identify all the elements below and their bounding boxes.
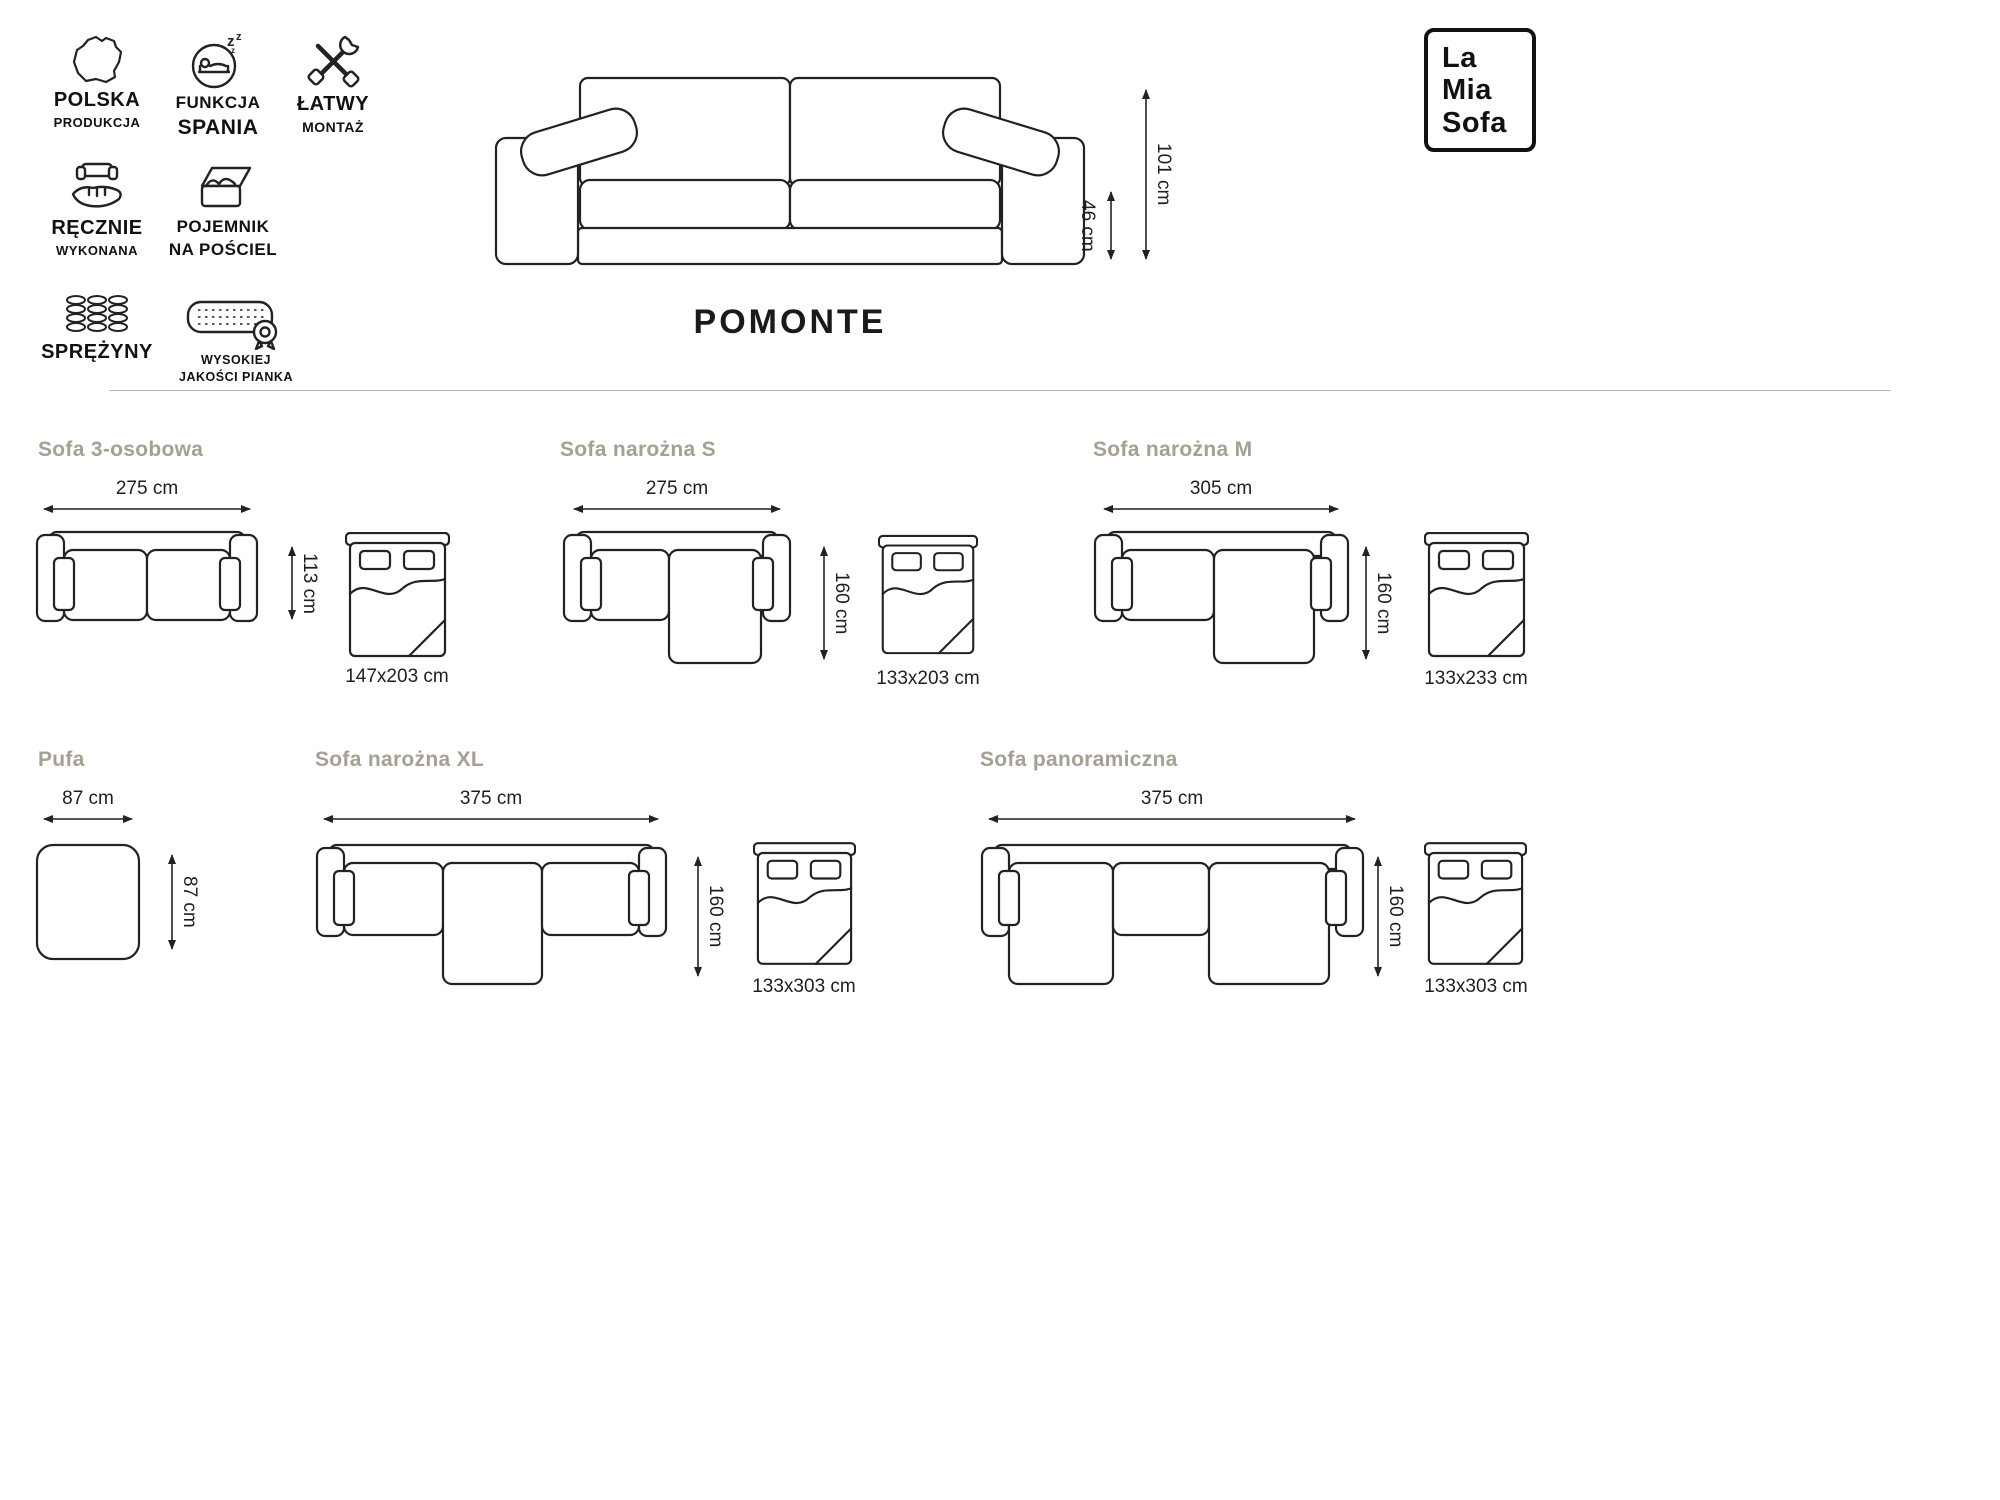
feature-sublabel: JAKOŚCI PIANKA	[179, 370, 293, 384]
depth-label: 160 cm	[705, 885, 726, 948]
config-title-sofa-narozna-xl: Sofa narożna XL	[315, 748, 485, 771]
seat-height-label: 46 cm	[1077, 199, 1098, 252]
feature-label: POLSKA	[53, 89, 141, 111]
bed-size-icon	[1424, 532, 1529, 658]
foam-quality-icon	[186, 300, 278, 350]
width-label: 275 cm	[115, 478, 179, 499]
sleep-function-icon: z z z	[191, 31, 242, 89]
depth-arrow	[1374, 856, 1382, 977]
springs-icon	[66, 295, 128, 332]
handmade-icon	[71, 162, 122, 208]
feature-sublabel: MONTAŻ	[302, 119, 364, 135]
sofa-3-osobowa-top-view	[35, 530, 259, 623]
sofa-front-drawing	[494, 76, 1086, 266]
config-title-sofa-panoramiczna: Sofa panoramiczna	[980, 748, 1178, 771]
sofa-narozna-m-top-view	[1093, 530, 1350, 665]
tools-icon	[307, 35, 360, 88]
feature-latwy-montaz: ŁATWY MONTAŻ	[278, 34, 388, 135]
depth-arrow	[1362, 546, 1370, 660]
width-label: 375 cm	[459, 788, 523, 809]
config-title-sofa-narozna-s: Sofa narożna S	[560, 438, 716, 461]
brand-line-2: Mia	[1442, 74, 1492, 107]
sofa-panoramiczna-top-view	[980, 843, 1365, 986]
width-label: 375 cm	[1140, 788, 1204, 809]
bed-size-icon	[1424, 842, 1527, 965]
config-title-sofa-narozna-m: Sofa narożna M	[1093, 438, 1253, 461]
width-arrow	[1103, 505, 1339, 513]
width-label: 275 cm	[645, 478, 709, 499]
width-label: 87 cm	[62, 788, 114, 809]
bed-size-icon	[753, 842, 856, 965]
feature-wysokiej-jakosci-pianka: WYSOKIEJ JAKOŚCI PIANKA	[156, 292, 316, 384]
bedding-storage-icon	[200, 166, 252, 208]
total-height-arrow	[1142, 89, 1150, 260]
feature-label: WYSOKIEJ	[201, 353, 271, 367]
poland-map-icon	[72, 35, 123, 84]
bed-size-icon	[878, 534, 978, 655]
bed-size-label: 133x203 cm	[876, 668, 980, 689]
brand-line-3: Sofa	[1442, 106, 1507, 139]
config-title-sofa-3-osobowa: Sofa 3-osobowa	[38, 438, 204, 461]
depth-label: 160 cm	[1373, 571, 1394, 635]
seat-height-arrow	[1107, 191, 1115, 260]
sofa-narozna-s-top-view	[562, 530, 792, 665]
divider-line	[110, 390, 1890, 391]
feature-recznie-wykonana: RĘCZNIE WYKONANA	[30, 160, 164, 258]
product-title: POMONTE	[693, 303, 887, 341]
bed-size-label: 147x203 cm	[345, 666, 449, 687]
feature-pojemnik-na-posciel: POJEMNIK NA POŚCIEL	[158, 156, 288, 260]
bed-size-label: 133x303 cm	[752, 976, 856, 997]
depth-arrow	[168, 854, 176, 950]
svg-text:z: z	[231, 46, 235, 55]
brand-line-1: La	[1442, 42, 1477, 74]
width-arrow	[573, 505, 781, 513]
feature-label: POJEMNIK	[176, 217, 270, 236]
feature-label: FUNKCJA	[175, 93, 261, 112]
width-arrow	[43, 815, 133, 823]
feature-sublabel: SPANIA	[177, 116, 259, 139]
feature-sublabel: PRODUKCJA	[53, 115, 141, 130]
feature-label: SPRĘŻYNY	[41, 341, 153, 363]
feature-sublabel: WYKONANA	[56, 243, 138, 258]
bed-size-label: 133x233 cm	[1424, 668, 1528, 689]
pufa-top-view	[35, 843, 141, 961]
depth-label: 113 cm	[299, 552, 320, 614]
total-height-label: 101 cm	[1153, 143, 1174, 206]
depth-label: 87 cm	[179, 876, 200, 928]
depth-label: 160 cm	[831, 571, 852, 635]
sofa-narozna-xl-top-view	[315, 843, 668, 986]
config-title-pufa: Pufa	[38, 748, 85, 771]
bed-size-icon	[345, 532, 450, 658]
width-arrow	[323, 815, 659, 823]
width-arrow	[988, 815, 1356, 823]
brand-logo: La Mia Sofa	[1424, 28, 1536, 152]
depth-label: 160 cm	[1385, 885, 1406, 948]
depth-arrow	[288, 546, 296, 620]
bed-size-label: 133x303 cm	[1424, 976, 1528, 997]
depth-arrow	[820, 546, 828, 660]
feature-sprezyny: SPRĘŻYNY	[36, 292, 158, 367]
svg-text:z: z	[227, 33, 235, 50]
width-arrow	[43, 505, 251, 513]
feature-polska-produkcja: POLSKA PRODUKCJA	[36, 34, 158, 130]
width-label: 305 cm	[1189, 478, 1253, 499]
feature-label: RĘCZNIE	[51, 217, 143, 239]
feature-funkcja-spania: z z z FUNKCJA SPANIA	[158, 30, 278, 140]
svg-text:z: z	[236, 31, 242, 43]
depth-arrow	[694, 856, 702, 977]
feature-sublabel: NA POŚCIEL	[168, 240, 278, 259]
feature-label: ŁATWY	[296, 93, 370, 115]
